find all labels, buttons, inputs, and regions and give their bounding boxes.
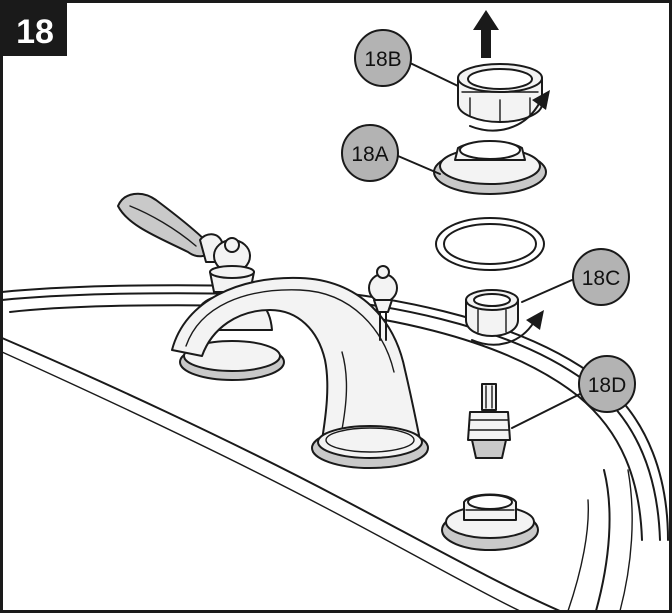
step-number: 18 — [16, 13, 54, 51]
leader-18b — [407, 61, 459, 87]
left-lever-handle — [117, 192, 285, 381]
flange-18a — [433, 140, 547, 195]
callout-18b: 18B — [354, 29, 412, 87]
leader-18a — [397, 155, 441, 175]
valve-port — [441, 493, 539, 551]
right-finial — [368, 265, 398, 341]
locknut-18c — [465, 289, 519, 337]
callout-18d-label: 18D — [588, 374, 627, 397]
rotate-arrow-icon-2 — [471, 310, 544, 346]
callout-18c: 18C — [572, 248, 630, 306]
rotate-arrow-icon — [469, 90, 550, 132]
arrow-up-icon — [473, 10, 499, 58]
o-ring — [435, 217, 545, 271]
callout-18a-label: 18A — [351, 143, 388, 166]
callout-18b-label: 18B — [364, 48, 401, 71]
callout-18a: 18A — [341, 124, 399, 182]
leader-18d — [511, 393, 581, 429]
cartridge-18d — [467, 383, 511, 459]
faucet-spout — [171, 276, 429, 469]
sink-deck — [1, 284, 669, 612]
bonnet-nut-18b — [457, 63, 543, 123]
callout-18d: 18D — [578, 355, 636, 413]
step-badge: 18 — [3, 3, 67, 56]
callout-18c-label: 18C — [582, 267, 621, 290]
leader-18c — [521, 279, 573, 303]
